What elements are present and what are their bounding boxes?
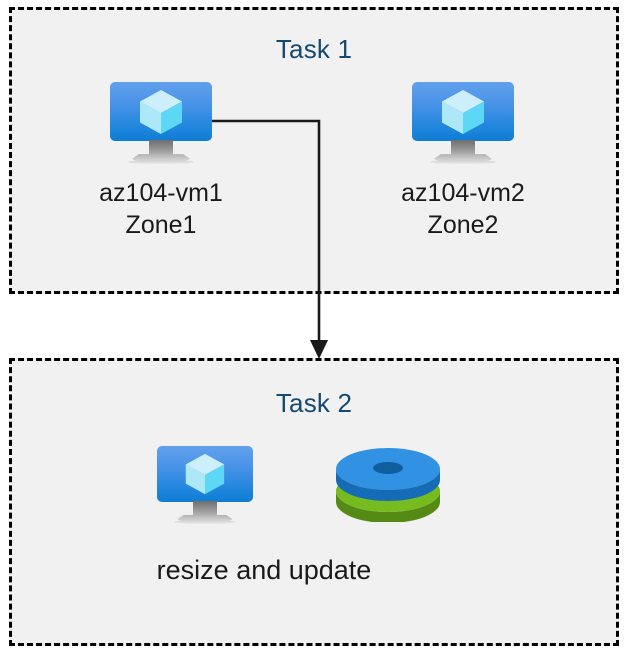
monitor-stand-neck [450, 140, 476, 157]
task-2-title: Task 2 [275, 388, 353, 418]
virtual-machine-icon-vm2 [412, 82, 514, 164]
monitor-stand-base [128, 154, 194, 164]
down-arrow-icon [310, 340, 328, 359]
blue-disk [336, 448, 440, 501]
vm2-label: az104-vm2 Zone2 [401, 179, 525, 239]
vm1-label: az104-vm1 Zone1 [99, 179, 223, 239]
task-2-action-label: resize and update [156, 555, 372, 585]
cube-glyph-icon [440, 88, 486, 136]
monitor-stand-base [174, 514, 236, 524]
task-1-container: Task 1 [9, 7, 619, 294]
monitor-stand-base [430, 154, 496, 164]
monitor-stand-neck [193, 501, 217, 517]
virtual-machine-icon-vm1 [110, 82, 212, 164]
virtual-machine-icon-task2 [157, 446, 253, 524]
task-1-title: Task 1 [275, 34, 353, 64]
managed-disks-icon [333, 447, 443, 522]
cube-glyph-icon [138, 88, 184, 136]
task-2-container: Task 2 [9, 358, 619, 646]
monitor-stand-neck [148, 140, 174, 157]
cube-glyph-icon [184, 452, 226, 496]
